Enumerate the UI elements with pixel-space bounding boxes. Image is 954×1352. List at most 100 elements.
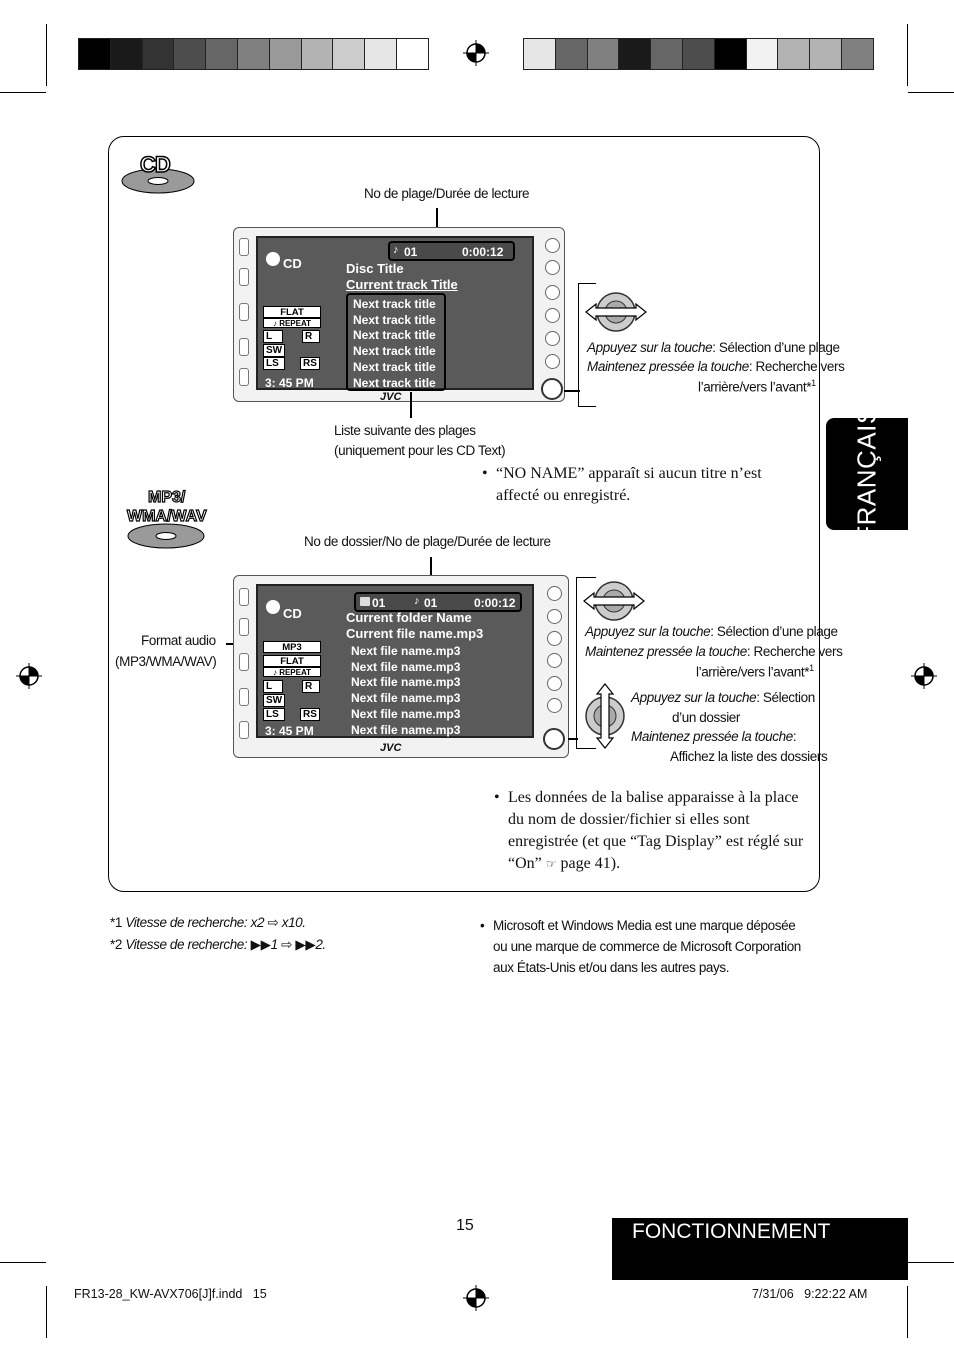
list-item: Next file name.mp3 — [351, 675, 461, 689]
callout-line — [410, 392, 412, 418]
color-swatch — [237, 38, 270, 70]
mp3-callout-left-2: (MP3/WMA/WAV) — [115, 654, 217, 669]
mp3-head-unit: JVC CD 01 ♪ 01 0:00:12 Current folder Na… — [233, 575, 569, 758]
format-indicator: MP3 — [263, 641, 321, 653]
list-item: Next track title — [353, 313, 436, 327]
cd-note-2: Maintenez pressée la touche: Recherche v… — [587, 359, 845, 374]
color-swatch — [141, 38, 175, 70]
mp3-screen: CD 01 ♪ 01 0:00:12 Current folder Name C… — [256, 584, 534, 738]
folder-note-4: Affichez la liste des dossiers — [670, 749, 828, 764]
next-track-list: Next track title Next track title Next t… — [346, 293, 446, 391]
disc-title: Disc Title — [346, 261, 404, 276]
folder-number: 01 — [372, 596, 386, 610]
next-file-list: Next file name.mp3 Next file name.mp3 Ne… — [346, 642, 486, 738]
color-swatch — [268, 38, 302, 70]
brand-logo: JVC — [380, 391, 402, 403]
mp3-note-3: l’arrière/vers l’avant*1 — [696, 663, 814, 680]
list-item: Next file name.mp3 — [351, 660, 461, 674]
control-dial-icon — [583, 581, 645, 621]
color-swatch — [650, 38, 683, 70]
list-item: Next track title — [353, 344, 436, 358]
cd-callout-top: No de plage/Durée de lecture — [364, 186, 530, 201]
cd-screen: CD ♪ 01 0:00:12 Disc Title Current track… — [256, 236, 534, 391]
color-swatch — [554, 38, 588, 70]
mp3-disc-icon — [127, 523, 205, 549]
clock: 3: 45 PM — [265, 724, 314, 738]
color-swatch — [364, 38, 397, 70]
section-header: FONCTIONNEMENT — [612, 1218, 908, 1280]
play-time: 0:00:12 — [474, 596, 516, 610]
color-swatch — [586, 38, 620, 70]
disc-icon — [266, 252, 280, 266]
main-panel — [108, 136, 820, 892]
section-header-text: FONCTIONNEMENT — [632, 1220, 831, 1243]
speaker-ls: LS — [263, 708, 285, 721]
page-number: 15 — [456, 1217, 474, 1234]
color-swatch — [745, 38, 779, 70]
speaker-r: R — [302, 680, 320, 693]
control-dial-icon — [585, 292, 647, 332]
speaker-ls: LS — [263, 357, 285, 370]
brand-logo: JVC — [380, 742, 402, 754]
color-swatch — [173, 38, 207, 70]
clock: 3: 45 PM — [265, 376, 314, 390]
speaker-l: L — [263, 680, 283, 693]
speaker-rs: RS — [300, 708, 320, 721]
language-tab-text: FRANÇAIS — [851, 406, 882, 542]
cd-head-unit: JVC CD ♪ 01 0:00:12 Disc Title Current t… — [233, 227, 565, 403]
mp3-callout-left-1: Format audio — [141, 633, 216, 648]
track-number: 01 — [424, 596, 438, 610]
color-swatch — [332, 38, 366, 70]
screen-source: CD — [283, 256, 302, 271]
list-item: Next track title — [353, 360, 436, 374]
mp3-disc-label-2: WMA/WAV — [126, 507, 207, 525]
screen-source: CD — [283, 606, 302, 621]
folder-dial-icon — [585, 683, 625, 749]
color-swatch — [523, 38, 556, 70]
callout-line — [568, 738, 578, 740]
folder-track-time-box: 01 ♪ 01 0:00:12 — [354, 592, 522, 612]
speaker-r: R — [302, 330, 320, 343]
footer-date: 7/31/06 9:22:22 AM — [752, 1287, 868, 1301]
eq-mode: FLAT — [263, 306, 321, 318]
registration-target-icon — [911, 663, 937, 689]
callout-line — [564, 390, 580, 392]
cd-callout-bottom-2: (uniquement pour les CD Text) — [334, 443, 506, 458]
play-time: 0:00:12 — [462, 245, 504, 259]
color-swatch — [841, 38, 874, 70]
color-swatch — [109, 38, 143, 70]
list-item: Next file name.mp3 — [351, 691, 461, 705]
color-swatch — [618, 38, 652, 70]
repeat-indicator: ♪ REPEAT — [263, 667, 321, 677]
mp3-bullet: • Les données de la balise apparaisse à … — [494, 789, 804, 872]
track-time-box: ♪ 01 0:00:12 — [388, 241, 515, 261]
speaker-l: L — [263, 330, 283, 343]
mp3-note-2: Maintenez pressée la touche: Recherche v… — [585, 644, 843, 659]
color-swatch — [777, 38, 811, 70]
registration-target-icon — [16, 663, 42, 689]
color-swatch — [809, 38, 842, 70]
trademark-note: • Microsoft et Windows Media est une mar… — [480, 918, 801, 975]
registration-target-icon — [463, 40, 489, 66]
folder-icon — [360, 597, 370, 606]
list-item: Next file name.mp3 — [351, 707, 461, 721]
list-item: Next track title — [353, 328, 436, 342]
list-item: Next track title — [353, 376, 436, 390]
color-swatch — [713, 38, 747, 70]
list-item: Next track title — [353, 297, 436, 311]
mp3-callout-top: No de dossier/No de plage/Durée de lectu… — [304, 534, 551, 549]
color-swatch — [205, 38, 238, 70]
list-item: Next file name.mp3 — [351, 644, 461, 658]
speaker-rs: RS — [300, 357, 320, 370]
footnote-1: *1 Vitesse de recherche: x2 ⇨ x10. — [110, 915, 306, 930]
disc-icon — [266, 600, 280, 614]
callout-line — [436, 208, 438, 240]
registration-target-icon — [463, 1285, 489, 1311]
folder-note-1: Appuyez sur la touche: Sélection — [631, 690, 815, 705]
color-swatch — [300, 38, 334, 70]
mp3-note-1: Appuyez sur la touche: Sélection d’une p… — [585, 624, 838, 639]
cd-callout-bottom-1: Liste suivante des plages — [334, 423, 476, 438]
cd-disc-label: CD — [139, 151, 171, 178]
footer-file: FR13-28_KW-AVX706[J]f.indd 15 — [74, 1287, 267, 1301]
mp3-disc-label-1: MP3/ — [147, 488, 186, 506]
